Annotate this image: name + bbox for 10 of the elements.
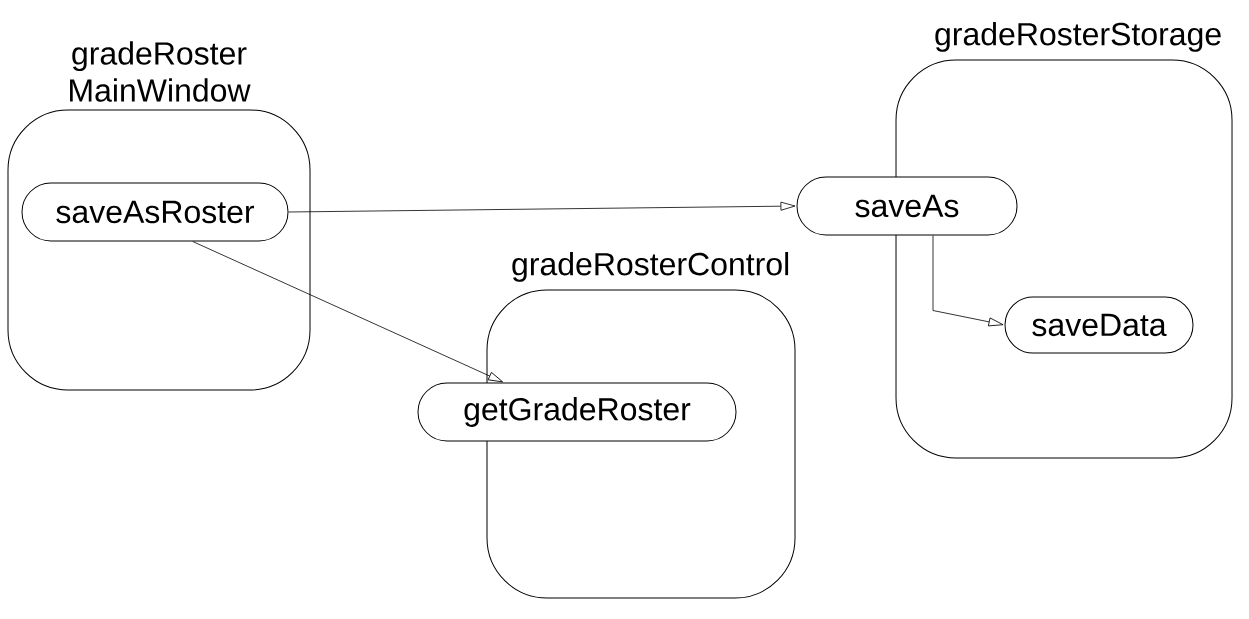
component-title: gradeRoster MainWindow <box>70 41 251 102</box>
arrow <box>932 235 1004 327</box>
arrow <box>192 241 504 383</box>
operation-pill: getGradeRoster <box>417 382 737 442</box>
operation-pill: saveData <box>1004 296 1194 354</box>
arrow <box>288 201 796 213</box>
component-title: gradeRosterStorage <box>935 22 1221 52</box>
component-title: gradeRosterControl <box>512 252 789 282</box>
operation-pill: saveAs <box>796 176 1018 236</box>
operation-pill: saveAsRoster <box>21 182 289 242</box>
